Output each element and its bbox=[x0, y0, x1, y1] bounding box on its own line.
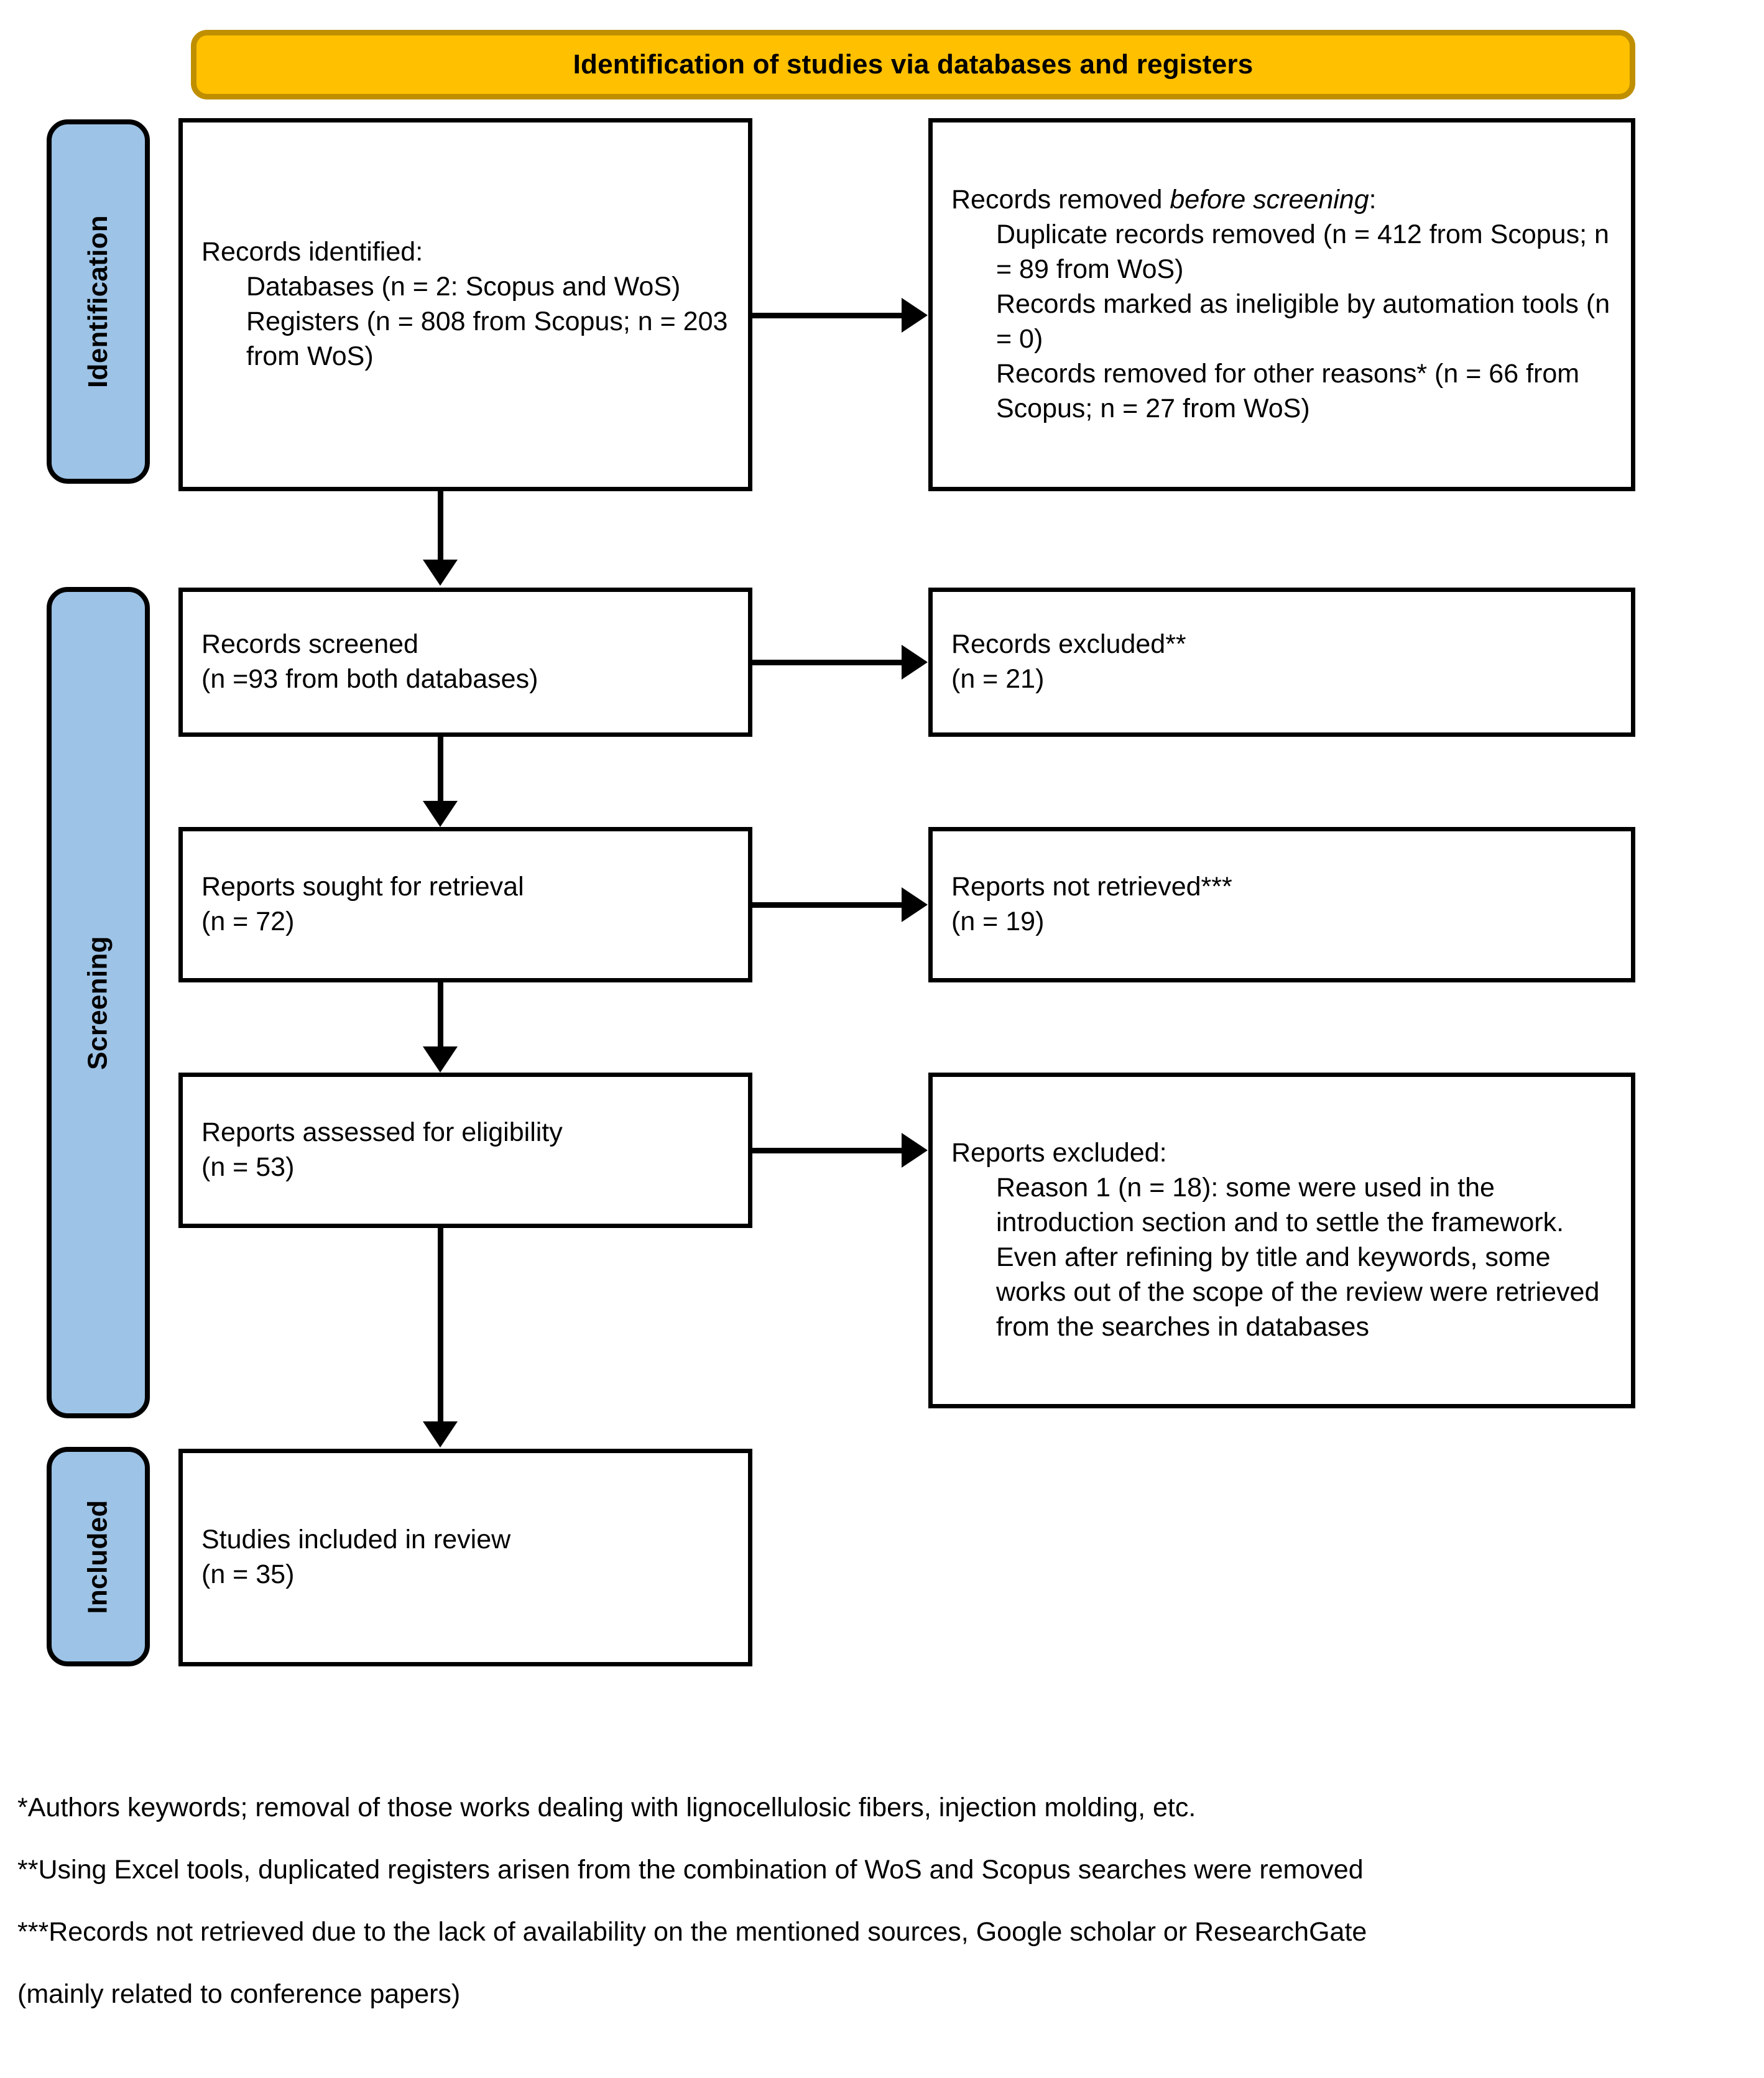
arrowhead-screened-to-sought bbox=[423, 801, 458, 827]
box-reports-excluded-body: Reports excluded: Reason 1 (n = 18): som… bbox=[933, 1136, 1631, 1344]
reports-excluded-reason-1: Reason 1 (n = 18): some were used in the… bbox=[996, 1173, 1600, 1342]
records-removed-heading: Records removed before screening: bbox=[951, 183, 1615, 218]
stage-label-screening-text: Screening bbox=[83, 935, 114, 1070]
footnote-1: *Authors keywords; removal of those work… bbox=[17, 1793, 1196, 1822]
connector-assessed-to-reports-excluded bbox=[752, 1148, 902, 1153]
records-removed-heading-a: Records removed bbox=[951, 185, 1170, 215]
box-records-removed-before-screening: Records removed before screening: Duplic… bbox=[928, 118, 1635, 491]
arrowhead-assessed-to-included bbox=[423, 1421, 458, 1448]
box-reports-sought-body: Reports sought for retrieval (n = 72) bbox=[183, 870, 748, 940]
stage-label-identification-text: Identification bbox=[83, 215, 114, 388]
diagram-title: Identification of studies via databases … bbox=[573, 49, 1254, 80]
box-reports-assessed-body: Reports assessed for eligibility (n = 53… bbox=[183, 1115, 748, 1185]
studies-included-count: (n = 35) bbox=[201, 1559, 295, 1589]
reports-excluded-heading: Reports excluded: bbox=[951, 1138, 1167, 1168]
records-identified-registers: Registers (n = 808 from Scopus; n = 203 … bbox=[246, 307, 728, 371]
footnote-2: **Using Excel tools, duplicated register… bbox=[17, 1854, 1364, 1885]
connector-identified-to-screened bbox=[438, 491, 443, 561]
reports-sought-count: (n = 72) bbox=[201, 907, 295, 936]
box-records-screened: Records screened (n =93 from both databa… bbox=[178, 588, 752, 737]
stage-label-included-text: Included bbox=[83, 1499, 113, 1614]
reports-assessed-count: (n = 53) bbox=[201, 1152, 295, 1182]
connector-identified-to-removed bbox=[752, 313, 902, 318]
connector-screened-to-excluded bbox=[752, 660, 902, 665]
reports-not-retrieved-count: (n = 19) bbox=[951, 907, 1045, 936]
footnotes: *Authors keywords; removal of those work… bbox=[17, 1791, 1746, 2012]
connector-assessed-to-included bbox=[438, 1228, 443, 1423]
box-records-screened-body: Records screened (n =93 from both databa… bbox=[183, 627, 748, 697]
box-reports-not-retrieved: Reports not retrieved*** (n = 19) bbox=[928, 827, 1635, 982]
diagram-title-banner: Identification of studies via databases … bbox=[191, 30, 1635, 99]
connector-sought-to-assessed bbox=[438, 982, 443, 1046]
reports-assessed-label: Reports assessed for eligibility bbox=[201, 1117, 563, 1148]
records-removed-other: Records removed for other reasons* (n = … bbox=[996, 358, 1580, 423]
studies-included-label: Studies included in review bbox=[201, 1525, 511, 1555]
arrowhead-identified-to-screened bbox=[423, 560, 458, 586]
records-screened-label: Records screened bbox=[201, 629, 418, 660]
records-screened-count: (n =93 from both databases) bbox=[201, 664, 538, 694]
stage-label-identification: Identification bbox=[47, 119, 150, 484]
connector-screened-to-sought bbox=[438, 737, 443, 802]
records-excluded-label: Records excluded** bbox=[951, 629, 1186, 660]
box-reports-not-retrieved-body: Reports not retrieved*** (n = 19) bbox=[933, 870, 1631, 940]
reports-sought-label: Reports sought for retrieval bbox=[201, 872, 524, 902]
records-removed-automation: Records marked as ineligible by automati… bbox=[996, 289, 1610, 354]
box-records-removed-body: Records removed before screening: Duplic… bbox=[933, 183, 1631, 426]
records-identified-databases: Databases (n = 2: Scopus and WoS) bbox=[246, 272, 681, 302]
box-studies-included-in-review: Studies included in review (n = 35) bbox=[178, 1449, 752, 1666]
arrowhead-sought-to-not-retrieved bbox=[902, 887, 928, 922]
records-excluded-count: (n = 21) bbox=[951, 664, 1045, 694]
connector-sought-to-not-retrieved bbox=[752, 902, 902, 908]
box-studies-included-body: Studies included in review (n = 35) bbox=[183, 1523, 748, 1592]
records-removed-heading-c: : bbox=[1369, 185, 1377, 215]
box-records-excluded: Records excluded** (n = 21) bbox=[928, 588, 1635, 737]
reports-not-retrieved-label: Reports not retrieved*** bbox=[951, 872, 1232, 902]
footnote-3: ***Records not retrieved due to the lack… bbox=[17, 1916, 1367, 1947]
arrowhead-sought-to-assessed bbox=[423, 1046, 458, 1073]
stage-label-included: Included bbox=[47, 1447, 150, 1666]
stage-label-screening: Screening bbox=[47, 587, 150, 1418]
records-identified-heading: Records identified: bbox=[201, 237, 423, 267]
box-records-excluded-body: Records excluded** (n = 21) bbox=[933, 627, 1631, 697]
records-removed-heading-emphasis: before screening bbox=[1170, 185, 1369, 215]
records-removed-duplicates: Duplicate records removed (n = 412 from … bbox=[996, 219, 1609, 285]
footnote-4: (mainly related to conference papers) bbox=[17, 1979, 461, 2009]
arrowhead-identified-to-removed bbox=[902, 298, 928, 333]
arrowhead-screened-to-excluded bbox=[902, 645, 928, 680]
box-records-identified: Records identified: Databases (n = 2: Sc… bbox=[178, 118, 752, 491]
box-reports-assessed-for-eligibility: Reports assessed for eligibility (n = 53… bbox=[178, 1073, 752, 1228]
arrowhead-assessed-to-reports-excluded bbox=[902, 1133, 928, 1168]
box-records-identified-body: Records identified: Databases (n = 2: Sc… bbox=[183, 235, 748, 374]
box-reports-sought-for-retrieval: Reports sought for retrieval (n = 72) bbox=[178, 827, 752, 982]
box-reports-excluded: Reports excluded: Reason 1 (n = 18): som… bbox=[928, 1073, 1635, 1408]
